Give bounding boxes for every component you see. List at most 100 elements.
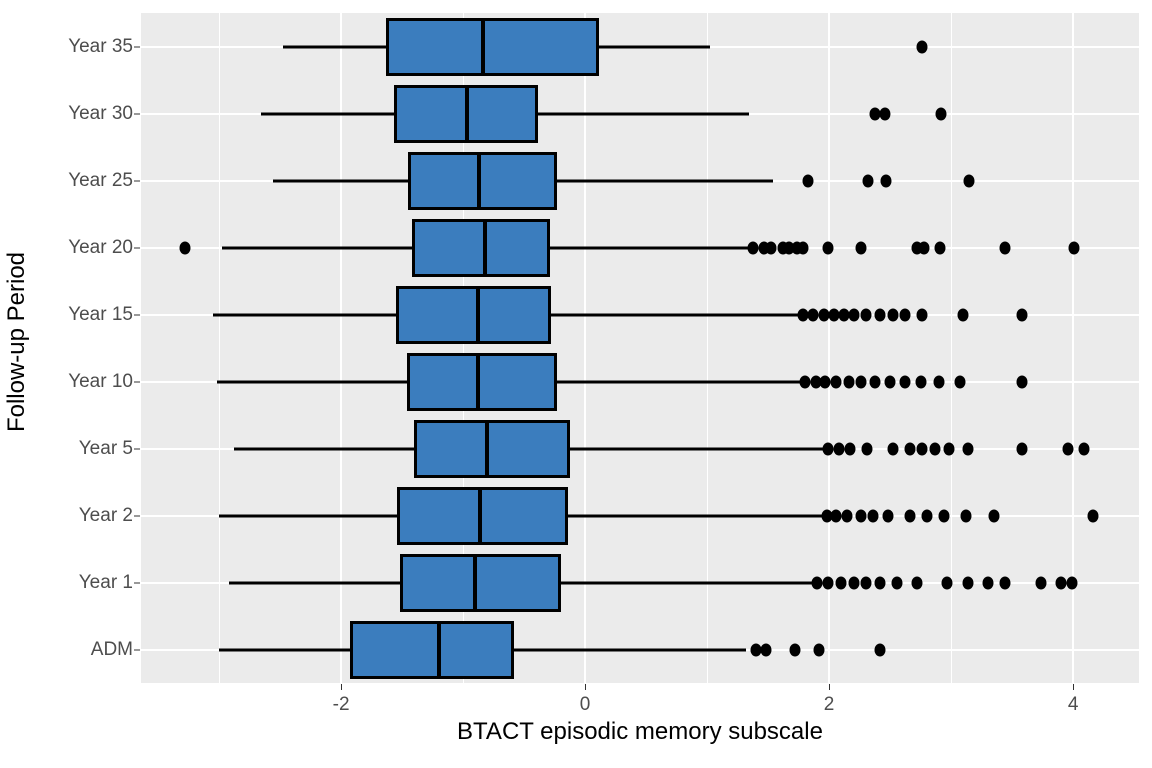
outlier-point xyxy=(843,375,855,388)
outlier-point xyxy=(1066,576,1078,589)
y-tick-label-year-2: Year 2 xyxy=(78,504,133,526)
outlier-point xyxy=(911,576,923,589)
y-tick-label-year-25: Year 25 xyxy=(68,169,133,191)
plot-panel xyxy=(141,13,1139,683)
outlier-point xyxy=(874,576,886,589)
y-tick-label-year-35: Year 35 xyxy=(68,35,133,57)
box-year-15 xyxy=(395,285,551,344)
y-tick-mark xyxy=(134,314,140,315)
gridline-major-vertical xyxy=(584,13,587,683)
whisker-upper xyxy=(549,246,754,249)
whisker-lower xyxy=(219,648,350,651)
outlier-point xyxy=(887,442,899,455)
whisker-upper xyxy=(514,648,747,651)
outlier-point xyxy=(899,308,911,321)
median-line xyxy=(478,486,483,545)
outlier-point xyxy=(943,442,955,455)
gridline-minor-vertical xyxy=(950,13,952,683)
box-year-1 xyxy=(399,553,561,612)
y-tick-mark xyxy=(134,381,140,382)
whisker-upper xyxy=(570,447,825,450)
whisker-lower xyxy=(282,45,387,48)
whisker-lower xyxy=(221,246,412,249)
whisker-lower xyxy=(219,514,398,517)
y-tick-mark xyxy=(134,180,140,181)
outlier-point xyxy=(1016,442,1028,455)
median-line xyxy=(475,285,480,344)
median-line xyxy=(464,84,469,143)
outlier-point xyxy=(848,576,859,589)
outlier-point xyxy=(874,643,886,656)
outlier-point xyxy=(789,643,801,656)
outlier-point xyxy=(988,509,1000,522)
outlier-point xyxy=(869,375,881,388)
outlier-point xyxy=(869,107,881,120)
outlier-point xyxy=(904,442,916,455)
outlier-point xyxy=(867,509,879,522)
outlier-point xyxy=(179,241,191,254)
outlier-point xyxy=(918,241,930,254)
outlier-point xyxy=(855,509,867,522)
median-line xyxy=(480,17,485,76)
median-line xyxy=(475,352,480,411)
y-tick-label-adm: ADM xyxy=(90,638,133,660)
box-year-2 xyxy=(397,486,568,545)
outlier-point xyxy=(810,375,822,388)
y-tick-label-year-5: Year 5 xyxy=(78,437,133,459)
outlier-point xyxy=(1068,241,1080,254)
box-year-20 xyxy=(411,218,550,277)
y-tick-label-year-1: Year 1 xyxy=(78,571,133,593)
outlier-point xyxy=(807,308,819,321)
outlier-point xyxy=(855,375,867,388)
outlier-point xyxy=(760,643,772,656)
gridline-minor-vertical xyxy=(462,13,464,683)
outlier-point xyxy=(821,509,833,522)
y-axis-title-text: Follow-up Period xyxy=(3,251,30,432)
outlier-point xyxy=(1016,308,1028,321)
outlier-point xyxy=(783,241,795,254)
median-line xyxy=(473,553,478,612)
outlier-point xyxy=(935,107,947,120)
gridline-major-vertical xyxy=(828,13,831,683)
gridline-major-vertical xyxy=(340,13,343,683)
gridline-minor-vertical xyxy=(706,13,708,683)
outlier-point xyxy=(830,509,842,522)
gridline-minor-vertical xyxy=(218,13,220,683)
median-line xyxy=(476,151,481,210)
outlier-point xyxy=(1055,576,1067,589)
outlier-point xyxy=(822,576,834,589)
whisker-upper xyxy=(550,313,800,316)
outlier-point xyxy=(819,375,831,388)
outlier-point xyxy=(911,241,923,254)
outlier-point xyxy=(838,308,850,321)
whisker-upper xyxy=(557,380,803,383)
outlier-point xyxy=(860,576,872,589)
outlier-point xyxy=(848,308,859,321)
outlier-point xyxy=(855,241,867,254)
outlier-point xyxy=(797,241,809,254)
outlier-point xyxy=(962,576,974,589)
outlier-point xyxy=(797,308,809,321)
whisker-upper xyxy=(537,112,749,115)
outlier-point xyxy=(1035,576,1047,589)
outlier-point xyxy=(916,40,928,53)
outlier-point xyxy=(904,509,916,522)
y-axis-title: Follow-up Period xyxy=(0,0,34,683)
outlier-point xyxy=(879,107,891,120)
outlier-point xyxy=(963,174,975,187)
outlier-point xyxy=(862,174,874,187)
box-year-5 xyxy=(414,419,571,478)
outlier-point xyxy=(802,174,814,187)
outlier-point xyxy=(830,375,842,388)
outlier-point xyxy=(982,576,994,589)
y-tick-label-year-10: Year 10 xyxy=(68,370,133,392)
outlier-point xyxy=(799,375,811,388)
outlier-point xyxy=(822,442,834,455)
median-line xyxy=(485,419,490,478)
whisker-lower xyxy=(228,581,400,584)
x-tick-mark xyxy=(585,684,587,690)
outlier-point xyxy=(841,509,853,522)
outlier-point xyxy=(891,576,903,589)
outlier-point xyxy=(777,241,789,254)
